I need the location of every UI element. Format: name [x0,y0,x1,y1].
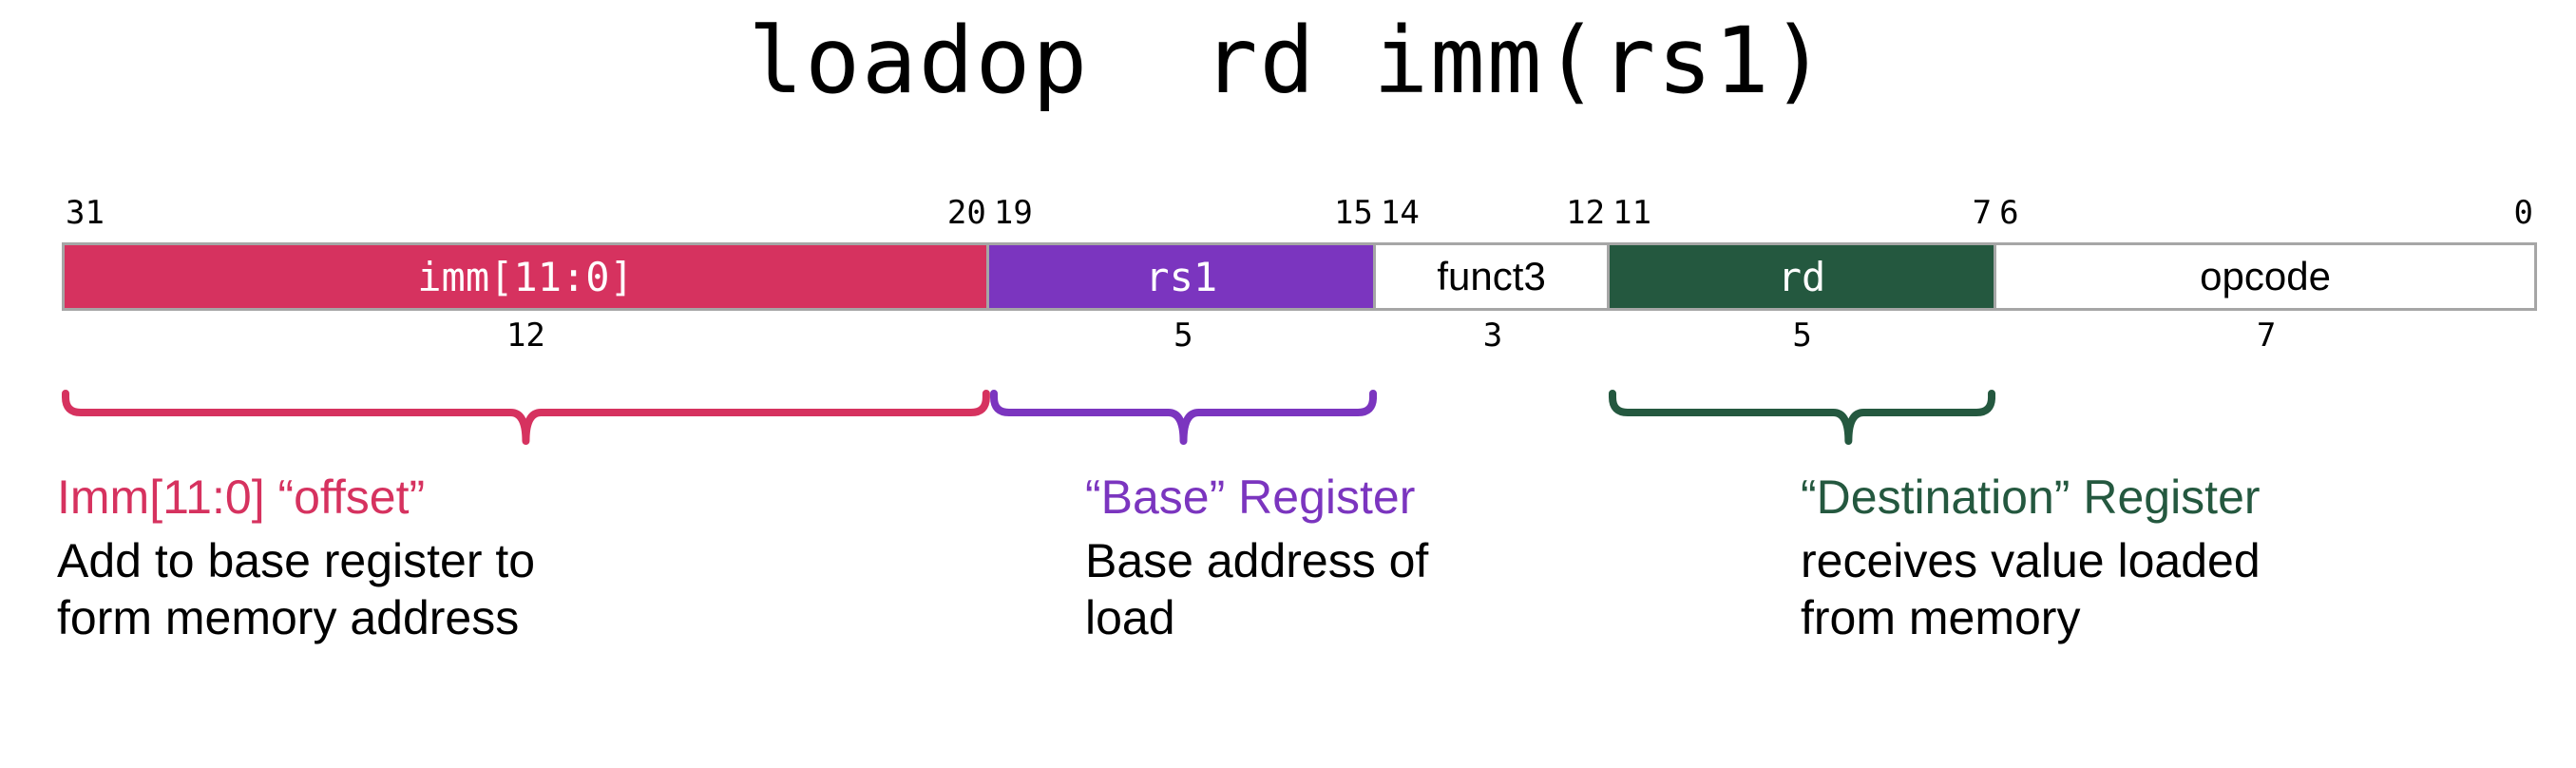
brace-rd [1609,388,1995,447]
bit-index-14: 14 [1380,194,1420,232]
annotation-imm-offset: Imm[11:0] “offset” Add to base register t… [57,468,1007,646]
bit-index-7: 7 [1972,194,1993,232]
annotation-destination-register: “Destination” Register receives value loa… [1801,468,2542,646]
bit-index-20: 20 [946,194,986,232]
instruction-field-bar: imm[11:0] rs1 funct3 rd opcode [62,242,2537,311]
field-rs1: rs1 [989,245,1377,308]
annotation-body-imm-offset: Add to base register to form memory addr… [57,534,536,644]
field-width-rd: 5 [1792,317,1812,355]
field-width-row: 12 5 3 5 7 [62,317,2537,356]
bit-index-19: 19 [993,194,1033,232]
instruction-title: loadop rd imm(rs1) [748,8,1828,114]
field-label-rd: rd [1777,253,1826,300]
bit-index-11: 11 [1612,194,1652,232]
annotation-body-base-register: Base address of load [1085,534,1429,644]
field-label-imm: imm[11:0] [417,253,634,300]
field-rd: rd [1609,245,1997,308]
field-width-opcode: 7 [2256,317,2277,355]
annotation-heading-destination-register: “Destination” Register [1801,470,2261,524]
field-opcode: opcode [1996,245,2534,308]
bit-index-31: 31 [66,194,105,232]
field-width-imm: 12 [506,317,545,355]
annotation-body-destination-register: receives value loaded from memory [1801,534,2261,644]
bit-index-0: 0 [2513,194,2533,232]
brace-rs1 [990,388,1377,447]
annotation-heading-imm-offset: Imm[11:0] “offset” [57,470,426,524]
field-width-funct3: 3 [1482,317,1503,355]
field-label-funct3: funct3 [1437,254,1546,298]
annotation-heading-base-register: “Base” Register [1085,470,1416,524]
field-width-rs1: 5 [1174,317,1193,355]
bit-index-6: 6 [1999,194,2019,232]
field-funct3: funct3 [1376,245,1610,308]
field-label-opcode: opcode [2200,254,2331,298]
brace-imm [62,388,990,447]
bit-index-12: 12 [1566,194,1606,232]
bit-index-15: 15 [1333,194,1373,232]
field-label-rs1: rs1 [1145,253,1218,300]
field-imm: imm[11:0] [65,245,990,308]
